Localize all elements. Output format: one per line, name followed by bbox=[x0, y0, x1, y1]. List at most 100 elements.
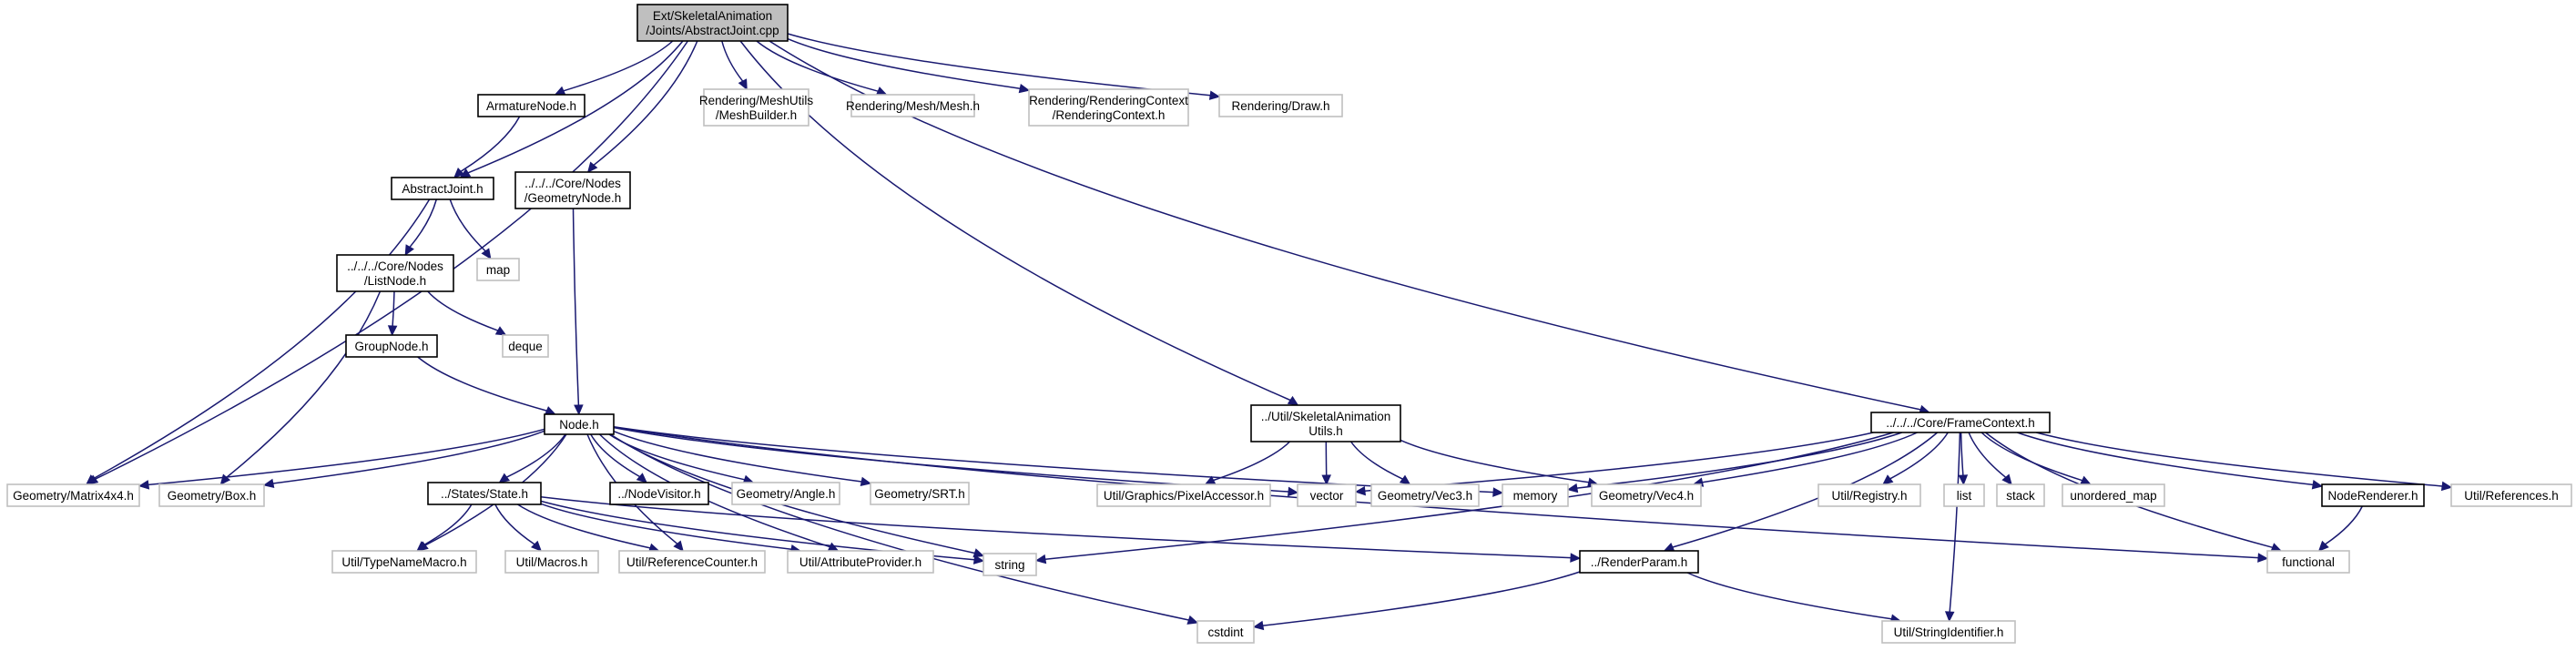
edge-state-to-macros bbox=[494, 504, 543, 552]
edge-skelutils-to-vec3 bbox=[1349, 441, 1411, 485]
edge-arrowhead bbox=[1570, 553, 1582, 563]
edge-listnode-to-box bbox=[219, 290, 382, 485]
node-renderparam[interactable]: ../RenderParam.h bbox=[1579, 550, 1699, 574]
node-box bbox=[2062, 483, 2165, 507]
node-groupnode[interactable]: GroupNode.h bbox=[345, 334, 438, 358]
node-geomnode[interactable]: ../../../Core/Nodes/GeometryNode.h bbox=[514, 171, 631, 209]
edge-root-to-mesh bbox=[756, 40, 888, 96]
edge-line bbox=[272, 430, 545, 484]
node-noderenderer[interactable]: NodeRenderer.h bbox=[2321, 483, 2425, 507]
edge-node-to-matrix bbox=[137, 428, 545, 490]
node-box bbox=[2450, 483, 2572, 507]
node-abstractjoint[interactable]: AbstractJoint.h bbox=[391, 177, 494, 200]
edge-arrowhead bbox=[387, 325, 398, 337]
node-label-line: Util/StringIdentifier.h bbox=[1894, 626, 2004, 639]
edge-arrowhead bbox=[404, 244, 414, 257]
node-label-line: Geometry/Vec3.h bbox=[1378, 489, 1472, 503]
node-label-line: Rendering/Draw.h bbox=[1231, 99, 1329, 113]
node-box bbox=[1870, 412, 2051, 433]
node-label-line: Node.h bbox=[559, 418, 599, 432]
node-vector: vector bbox=[1297, 483, 1357, 507]
edge-arrowhead bbox=[1321, 474, 1331, 486]
edge-framectx-to-umap bbox=[1980, 432, 2092, 485]
node-box bbox=[850, 94, 975, 117]
node-label-line: Utils.h bbox=[1308, 424, 1343, 438]
node-angle: Geometry/Angle.h bbox=[731, 482, 840, 505]
edge-line bbox=[460, 116, 521, 172]
edge-arrowhead bbox=[262, 478, 275, 489]
node-box bbox=[1943, 483, 1985, 507]
edge-line bbox=[467, 40, 684, 174]
node-label-line: /ListNode.h bbox=[364, 274, 426, 288]
edge-framectx-to-vec4 bbox=[1692, 432, 1918, 487]
edge-arrowhead bbox=[2001, 473, 2012, 485]
edge-arrowhead bbox=[2317, 540, 2329, 552]
node-label-line: ../Util/SkeletalAnimation bbox=[1261, 410, 1391, 423]
edge-line bbox=[409, 198, 438, 248]
edge-arrowhead bbox=[738, 78, 748, 91]
nodes-layer: Ext/SkeletalAnimation/Joints/AbstractJoi… bbox=[6, 4, 2572, 644]
edge-arrowhead bbox=[137, 480, 150, 490]
edge-arrowhead bbox=[2311, 480, 2324, 490]
node-label-line: Ext/SkeletalAnimation bbox=[653, 9, 772, 23]
node-box bbox=[1996, 483, 2045, 507]
node-label-line: Util/References.h bbox=[2464, 489, 2559, 503]
node-root[interactable]: Ext/SkeletalAnimation/Joints/AbstractJoi… bbox=[636, 4, 789, 42]
node-box bbox=[345, 334, 438, 358]
node-framectx[interactable]: ../../../Core/FrameContext.h bbox=[1870, 412, 2051, 433]
edge-arrowhead bbox=[2080, 475, 2092, 485]
edge-groupnode-to-node bbox=[417, 356, 556, 415]
node-state[interactable]: ../States/State.h bbox=[427, 482, 542, 505]
edge-arrowhead bbox=[1958, 474, 1969, 486]
node-label-line: ArmatureNode.h bbox=[486, 99, 576, 113]
edge-state-to-attrprov bbox=[540, 503, 802, 554]
edge-line bbox=[1364, 432, 1874, 492]
node-box bbox=[1502, 483, 1569, 507]
node-box bbox=[1218, 94, 1343, 117]
node-label-line: Rendering/Mesh/Mesh.h bbox=[846, 99, 980, 113]
node-nodevisitor[interactable]: ../NodeVisitor.h bbox=[609, 482, 709, 505]
edge-arrowhead bbox=[972, 554, 985, 565]
edge-line bbox=[1980, 432, 2083, 482]
node-references: Util/References.h bbox=[2450, 483, 2572, 507]
edge-arrowhead bbox=[636, 473, 648, 483]
node-typename: Util/TypeNameMacro.h bbox=[331, 550, 477, 574]
edge-line bbox=[756, 40, 879, 92]
node-box bbox=[983, 553, 1037, 576]
node-label-line: stack bbox=[2006, 489, 2035, 503]
node-node[interactable]: Node.h bbox=[544, 413, 615, 435]
edge-node-to-nodevisitor bbox=[590, 433, 648, 483]
edge-root-to-renderctx bbox=[787, 37, 1031, 94]
node-functional: functional bbox=[2266, 550, 2350, 574]
edge-framectx-to-stack bbox=[1968, 432, 2012, 485]
edge-line bbox=[593, 40, 698, 166]
node-box bbox=[331, 550, 477, 574]
node-box bbox=[1881, 620, 2016, 644]
edge-renderparam-to-stringid bbox=[1686, 572, 1902, 624]
node-armature[interactable]: ArmatureNode.h bbox=[477, 94, 585, 117]
node-label-line: NodeRenderer.h bbox=[2327, 489, 2418, 503]
node-box bbox=[1370, 483, 1480, 507]
edge-abstractjoint-to-matrix bbox=[85, 198, 431, 485]
edge-framectx-to-registry bbox=[1882, 432, 1949, 485]
edge-geomnode-to-node bbox=[572, 208, 584, 416]
edge-framectx-to-noderenderer bbox=[2017, 432, 2324, 490]
node-label-line: Geometry/SRT.h bbox=[874, 487, 965, 501]
node-listnode[interactable]: ../../../Core/Nodes/ListNode.h bbox=[336, 254, 454, 292]
edge-arrowhead bbox=[1034, 554, 1047, 565]
edge-arrowhead bbox=[1663, 542, 1675, 552]
edge-root-to-meshbuilder bbox=[721, 40, 748, 91]
edge-arrowhead bbox=[554, 86, 566, 96]
node-box bbox=[1817, 483, 1921, 507]
edge-line bbox=[1686, 572, 1892, 620]
node-box bbox=[514, 171, 631, 209]
node-label-line: ../RenderParam.h bbox=[1591, 555, 1688, 569]
node-map: map bbox=[476, 258, 520, 281]
edge-noderenderer-to-functional bbox=[2317, 505, 2363, 552]
edge-line bbox=[1702, 432, 1918, 483]
edge-line bbox=[1349, 441, 1403, 480]
node-label-line: Geometry/Angle.h bbox=[737, 487, 836, 501]
node-box bbox=[1591, 483, 1702, 507]
node-srt: Geometry/SRT.h bbox=[870, 482, 970, 505]
